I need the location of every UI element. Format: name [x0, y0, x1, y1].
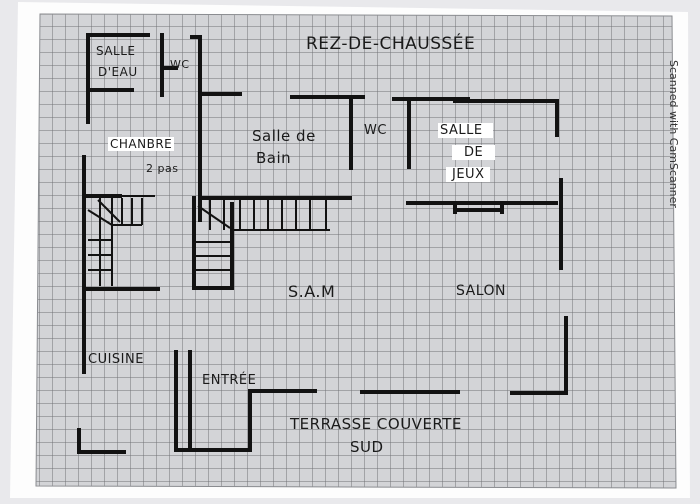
- room-label-terrasse: TERRASSE COUVERTE: [290, 415, 462, 433]
- room-label-chambre: CHANBRE: [108, 137, 175, 151]
- room-label-salle-de-jeux: SALLE: [438, 123, 493, 138]
- room-label-terrasse: SUD: [350, 438, 384, 456]
- plan-title: REZ-DE-CHAUSSÉE: [306, 34, 476, 54]
- room-label-cuisine: CUISINE: [88, 352, 144, 367]
- room-label-salle-de-bain: Salle de: [252, 127, 316, 145]
- grid-paper: [35, 13, 677, 489]
- room-label-sam: S.A.M: [288, 282, 336, 301]
- room-label-salon: SALON: [456, 283, 507, 299]
- wall: [192, 196, 234, 290]
- staircase-middle: [196, 200, 330, 271]
- room-label-salle-de-jeux: DE: [452, 145, 496, 160]
- room-label-salle-de-jeux: JEUX: [446, 167, 491, 182]
- wall: [188, 389, 317, 452]
- room-label-wc-middle: WC: [364, 123, 387, 138]
- wall: [510, 316, 568, 395]
- staircase-left: [87, 195, 155, 286]
- wall: [453, 99, 559, 137]
- room-label-wc-top-left: WC: [170, 58, 190, 71]
- wall: [77, 428, 126, 454]
- room-label-chambre-note: 2 pas: [146, 162, 179, 175]
- scanner-watermark: Scanned with CamScanner: [667, 60, 680, 208]
- room-label-salle-deau: SALLE: [96, 44, 136, 58]
- room-label-salle-deau: D'EAU: [98, 65, 138, 79]
- room-label-entree: ENTRÉE: [202, 373, 257, 388]
- room-label-salle-de-bain: Bain: [256, 149, 292, 167]
- wall: [174, 350, 192, 452]
- wall: [190, 35, 202, 222]
